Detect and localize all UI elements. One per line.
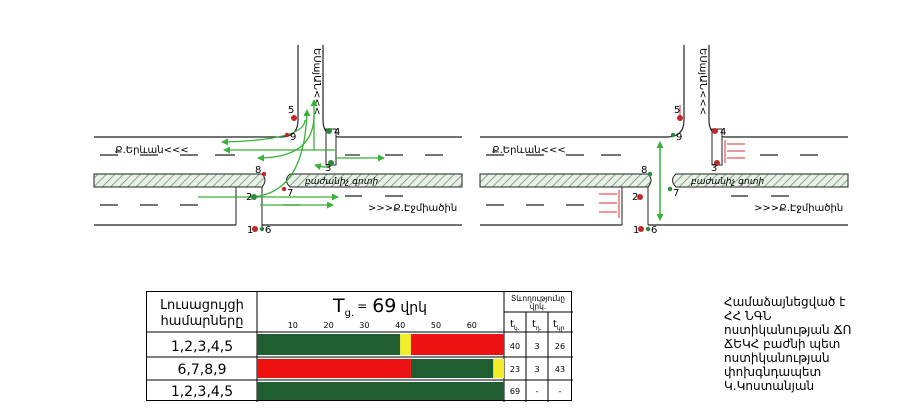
duration-header-1: Տևողությունը (511, 294, 565, 303)
signal-7-label: 7 (287, 188, 293, 199)
row-label: 1,2,3,4,5 (171, 339, 233, 355)
phase-segment-green (257, 334, 401, 355)
tick-label: 40 (395, 321, 405, 330)
approval-line: ՀՀ ՆԳՆ (724, 309, 772, 323)
phase-rows: 1,2,3,4,5 40 3 26 6,7,8,9 23 3 43 1,2,3,4,5 69 - - (171, 334, 565, 400)
signal-2-label: 2 (246, 192, 252, 203)
stop-bars (599, 105, 745, 218)
signal-5-label-right: 5 (674, 105, 680, 116)
duration-t_yellow: 3 (534, 342, 539, 351)
duration-t_green: 40 (510, 342, 520, 351)
signal-8-label: 8 (255, 165, 261, 176)
row-label: 6,7,8,9 (178, 362, 227, 378)
traffic-flow-arrows (198, 99, 385, 209)
approval-line: ՃԵԿՀ բաժնի պետ (724, 337, 841, 351)
left-plan: ԵՍայԱՆ<<< Ք.Երևան<<< >>>Ք.Էջմիածին բաժան… (93, 45, 463, 236)
time-axis-ticks: 10 20 30 40 50 60 (288, 321, 477, 330)
row-label: 1,2,3,4,5 (171, 384, 233, 400)
signal-9-label: 9 (290, 132, 296, 143)
approval-line: Համաձայնեցված է (724, 295, 846, 309)
duration-t_red: - (559, 387, 562, 396)
signal-3-label-right: 3 (711, 163, 717, 174)
median-label-right: բաժանիչ գոտի (690, 177, 764, 187)
median-label: բաժանիչ գոտի (304, 177, 378, 187)
signal-6-label: 6 (265, 225, 271, 236)
approval-line: ոստիկանության (724, 351, 830, 365)
tick-label: 60 (467, 321, 477, 330)
approval-line: Կ.Կոստանյան (724, 379, 815, 393)
duration-t_green: 69 (510, 387, 520, 396)
signal-4-label-right: 4 (720, 127, 726, 138)
street-north-label-right: ԵՍայԱՆ<<< (697, 48, 708, 115)
svg-text:tկ.: tկ. (510, 319, 520, 332)
duration-t_yellow: 3 (534, 365, 539, 374)
phase-segment-green (257, 382, 504, 400)
svg-text:tկր: tկր (553, 319, 565, 332)
svg-text:tդ.: tդ. (532, 319, 542, 332)
phase-segment-yellow (400, 334, 411, 355)
signal-5-label: 5 (288, 105, 294, 116)
approval-line: փոխգնդապետ (724, 365, 822, 379)
phase-segment-red (410, 334, 504, 355)
street-west-label-right: Ք.Երևան<<< (492, 145, 566, 156)
signal-1-label-right: 1 (633, 225, 639, 236)
header-signal-numbers-2: համարները (160, 314, 243, 329)
duration-t_red: 43 (555, 365, 565, 374)
phase-segment-yellow (493, 359, 504, 378)
signal-3-label: 3 (325, 163, 331, 174)
tick-label: 30 (359, 321, 369, 330)
duration-sub-headers: tկ. tդ. tկր (510, 319, 565, 332)
header-signal-numbers: Լուսացույցի (160, 298, 244, 313)
signal-4-label: 4 (334, 127, 340, 138)
signal-6-label-right: 6 (651, 225, 657, 236)
phase-segment-green (410, 359, 494, 378)
street-east-label-right: >>>Ք.Էջմիածին (754, 203, 843, 214)
tick-label: 50 (431, 321, 441, 330)
phase-segment-red (257, 359, 411, 378)
street-east-label: >>>Ք.Էջմիածին (368, 203, 457, 214)
duration-t_red: 26 (555, 342, 565, 351)
median-east (286, 173, 463, 188)
right-plan: ԵՍայԱՆ<<< Ք.Երևան<<< >>>Ք.Էջմիածին բաժան… (479, 45, 849, 236)
right-signals: 5 9 4 8 3 2 7 1 6 (632, 105, 726, 236)
tick-label: 20 (324, 321, 334, 330)
street-west-label: Ք.Երևան<<< (115, 145, 189, 156)
duration-header-2: վրկ. (530, 302, 547, 311)
signal-7-label-right: 7 (673, 188, 679, 199)
left-signals: 5 9 4 8 3 2 7 1 6 (246, 105, 340, 236)
median-west (93, 173, 266, 188)
signal-1-label: 1 (247, 225, 253, 236)
approval-line: ոստիկանության ՃՈ (724, 323, 852, 337)
signal-9-label-right: 9 (676, 132, 682, 143)
tick-label: 10 (288, 321, 298, 330)
signal-8-label-right: 8 (641, 165, 647, 176)
duration-t_green: 23 (510, 365, 520, 374)
street-north-label: ԵՍայԱՆ<<< (311, 48, 322, 115)
signal-2-label-right: 2 (632, 192, 638, 203)
duration-t_yellow: - (536, 387, 539, 396)
